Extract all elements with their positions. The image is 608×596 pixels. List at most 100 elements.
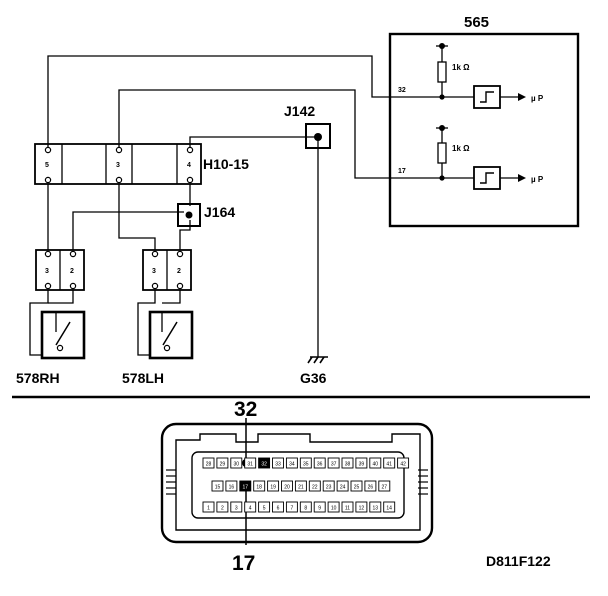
- connector-pin-label: 15: [215, 485, 221, 491]
- 578rh-pin-2: 2: [70, 268, 74, 275]
- connector-pin-8: [299, 501, 312, 513]
- connector-pin-37: [327, 457, 340, 469]
- ecu-connector-shell: [160, 422, 434, 544]
- 578lh-label: 578LH: [122, 370, 164, 386]
- ecu-connector-inner: [175, 433, 421, 531]
- connector-pin-6: [272, 501, 284, 513]
- h10-15-label: H10-15: [203, 156, 249, 172]
- connector-pin-28: [202, 457, 215, 469]
- terminal: [69, 250, 77, 258]
- j164-splice: [177, 203, 201, 227]
- 578lh-switch: [148, 310, 194, 360]
- connector-pin-label: 1: [207, 506, 210, 512]
- connector-pin-label: 4: [249, 506, 252, 512]
- connector-pin-label: 39: [359, 462, 365, 468]
- callout-32: 32: [234, 398, 257, 421]
- terminal: [151, 250, 159, 258]
- j142-splice-dot: [314, 133, 322, 141]
- 578rh-lead: [48, 290, 74, 304]
- 578lh-pin-2: 2: [177, 268, 181, 275]
- wire-j164-to-lh: [179, 220, 191, 250]
- terminal: [176, 250, 184, 258]
- connector-pin-29: [216, 457, 229, 469]
- connector-pin-21: [294, 480, 307, 492]
- connector-pin-3: [230, 501, 243, 513]
- resistor-32-label: 1k Ω: [452, 63, 470, 72]
- connector-pin-label: 10: [331, 506, 337, 512]
- connector-pin-12: [355, 501, 368, 513]
- connector-pin-40: [369, 457, 382, 469]
- connector-pin-30: [230, 457, 243, 469]
- wire-pin3-to-ecu-17: [118, 89, 442, 179]
- connector-pin-24: [336, 480, 349, 492]
- arrow-right-icon: [518, 93, 526, 101]
- connector-pin-4: [244, 501, 257, 513]
- connector-pin-label: 3: [235, 506, 238, 512]
- terminal: [115, 146, 123, 154]
- terminal: [186, 146, 194, 154]
- connector-pin-label: 13: [373, 506, 379, 512]
- terminal: [176, 282, 184, 290]
- connector-pin-label: 2: [221, 506, 224, 512]
- terminal: [186, 176, 194, 184]
- connector-pin-label: 9: [318, 506, 321, 512]
- connector-pin-5: [258, 501, 271, 513]
- connector-pin-7: [285, 501, 298, 513]
- terminal: [44, 146, 52, 154]
- connector-pin-10: [327, 501, 340, 513]
- 578lh-lead: [137, 290, 156, 356]
- connector-pin-2: [216, 501, 229, 513]
- connector-pin-label: 26: [368, 485, 374, 491]
- schmitt-trigger-32: [473, 85, 501, 109]
- connector-pin-17: [239, 480, 252, 492]
- connector-pin-19: [267, 480, 280, 492]
- j142-splice: [305, 123, 331, 149]
- connector-pin-1: [202, 501, 215, 513]
- h10-15-pin-5: 5: [45, 162, 49, 169]
- connector-pin-label: 14: [386, 506, 392, 512]
- connector-pin-14: [383, 501, 396, 513]
- connector-pin-23: [322, 480, 335, 492]
- connector-pin-38: [341, 457, 354, 469]
- connector-pin-label: 41: [386, 462, 392, 468]
- connector-pin-label: 24: [340, 485, 346, 491]
- connector-pin-label: 34: [289, 462, 295, 468]
- connector-pin-label: 40: [373, 462, 379, 468]
- wire-j164-to-rh: [72, 211, 184, 250]
- wire-pin5-to-ecu-32: [47, 55, 442, 150]
- connector-pin-33: [272, 457, 284, 469]
- connector-pin-25: [350, 480, 363, 492]
- g36-label: G36: [300, 370, 327, 386]
- 578lh-pin-3: 3: [152, 268, 156, 275]
- terminal: [163, 344, 171, 352]
- resistor-17: [437, 142, 447, 164]
- connector-pin-32: [258, 457, 271, 469]
- callout-17: 17: [232, 552, 255, 575]
- connector-pin-label: 28: [206, 462, 212, 468]
- terminal: [44, 282, 52, 290]
- connector-pin-label: 16: [229, 485, 235, 491]
- connector-pin-label: 31: [247, 462, 253, 468]
- j164-label: J164: [204, 204, 235, 220]
- connector-pin-label: 6: [277, 506, 280, 512]
- connector-pin-22: [308, 480, 321, 492]
- connector-pin-label: 18: [256, 485, 262, 491]
- connector-pin-label: 29: [220, 462, 226, 468]
- connector-pin-41: [383, 457, 396, 469]
- connector-pin-18: [253, 480, 266, 492]
- connector-pin-35: [299, 457, 312, 469]
- 578lh-lead: [162, 290, 181, 304]
- wire-pin4-to-j142: [189, 136, 318, 150]
- output-32-label: µ P: [531, 94, 544, 103]
- schmitt-trigger-17: [473, 166, 501, 190]
- connector-pin-27: [378, 480, 391, 492]
- connector-pin-label: 36: [317, 462, 323, 468]
- connector-pin-label: 38: [345, 462, 351, 468]
- connector-pin-20: [281, 480, 293, 492]
- connector-pin-label: 23: [326, 485, 332, 491]
- connector-pin-9: [313, 501, 326, 513]
